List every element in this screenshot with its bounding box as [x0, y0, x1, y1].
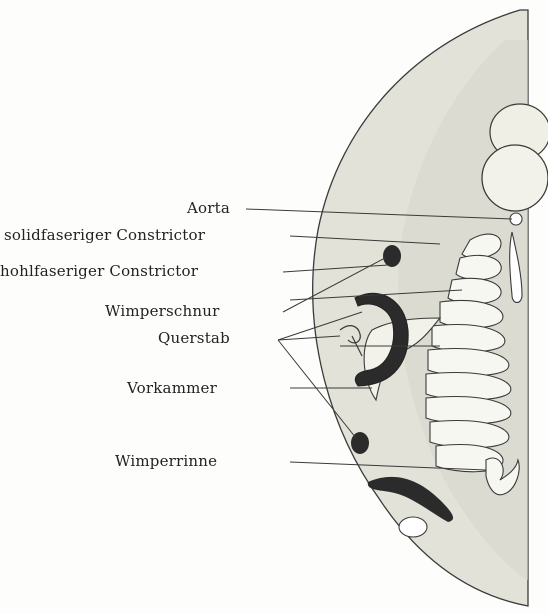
notochord	[482, 145, 548, 211]
label-wimperrinne: Wimperrinne	[115, 452, 217, 470]
label-hollow-constrictor: hohlfaseriger Constrictor	[0, 262, 198, 280]
label-wimperschnur: Wimperschnur	[105, 302, 219, 320]
constrictor-blob-upper	[383, 245, 401, 267]
label-aorta: Aorta	[187, 199, 230, 217]
label-vorkammer: Vorkammer	[127, 379, 217, 397]
lower-vessel	[399, 517, 427, 537]
label-querstab: Querstab	[158, 329, 230, 347]
label-solid-constrictor: solidfaseriger Constrictor	[4, 226, 205, 244]
